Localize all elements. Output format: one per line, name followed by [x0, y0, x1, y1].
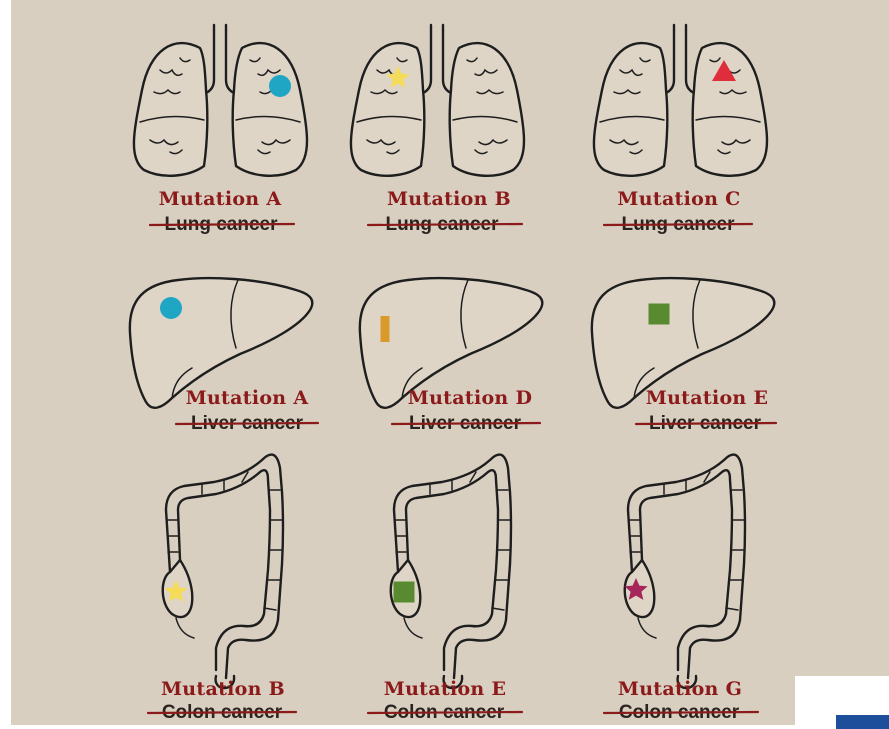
mutation-label: Mutation B — [387, 188, 511, 210]
strikethrough-line — [604, 712, 758, 713]
strikethrough-line — [368, 224, 522, 225]
mutation-label: Mutation A — [159, 188, 282, 210]
colon-illustration — [391, 455, 511, 688]
colon-illustration — [625, 455, 745, 688]
lungs-illustration — [594, 25, 767, 176]
marker-mutation-e-icon — [649, 304, 670, 325]
marker-mutation-e-icon — [394, 582, 415, 603]
lungs-illustration — [351, 25, 524, 176]
strikethrough-line — [392, 423, 540, 424]
mutation-label: Mutation A — [186, 387, 309, 409]
mutation-label: Mutation E — [646, 387, 769, 409]
strikethrough-line — [150, 224, 294, 225]
colon-illustration — [163, 455, 283, 688]
strikethrough-line — [604, 224, 752, 225]
marker-mutation-a-icon — [269, 75, 291, 97]
strikethrough-line — [368, 712, 522, 713]
mutation-label: Mutation G — [618, 678, 742, 700]
mutation-label: Mutation D — [408, 387, 533, 409]
mutation-label: Mutation E — [384, 678, 507, 700]
strikethrough-line — [148, 712, 296, 713]
lungs-illustration — [134, 25, 307, 176]
marker-mutation-d-icon — [381, 316, 390, 342]
mutation-label: Mutation C — [617, 188, 740, 210]
marker-mutation-a-icon — [160, 297, 182, 319]
strikethrough-line — [636, 423, 776, 424]
mutation-label: Mutation B — [161, 678, 285, 700]
strikethrough-line — [176, 423, 318, 424]
